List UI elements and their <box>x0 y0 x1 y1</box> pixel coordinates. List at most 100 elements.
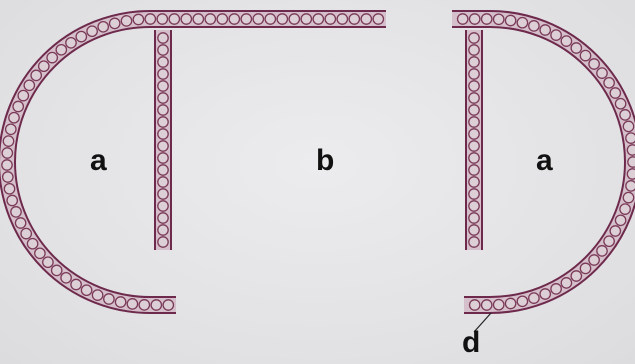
bead <box>3 172 13 182</box>
bead <box>158 33 168 43</box>
tube-vertical-right <box>469 30 479 250</box>
bead <box>597 246 607 256</box>
bead <box>241 14 251 24</box>
bead <box>561 278 571 288</box>
bead <box>469 57 479 67</box>
bead <box>110 18 120 28</box>
bead <box>4 184 14 194</box>
bead <box>205 14 215 24</box>
bead <box>540 25 550 35</box>
bead <box>158 177 168 187</box>
bead <box>469 177 479 187</box>
bead <box>571 271 581 281</box>
bead <box>27 239 37 249</box>
bead <box>580 263 590 273</box>
bead <box>597 68 607 78</box>
region-label-a-right: a <box>536 146 553 176</box>
bead <box>158 165 168 175</box>
bead <box>610 226 620 236</box>
bead <box>482 14 492 24</box>
bead <box>98 22 108 32</box>
bead <box>469 45 479 55</box>
bead <box>470 300 480 310</box>
bead <box>482 300 492 310</box>
bead <box>469 69 479 79</box>
bead <box>589 255 599 265</box>
bead <box>551 284 561 294</box>
bead <box>469 105 479 115</box>
bead <box>469 153 479 163</box>
bead <box>158 225 168 235</box>
bead <box>2 148 12 158</box>
bead <box>469 165 479 175</box>
bead <box>361 14 371 24</box>
bead <box>469 129 479 139</box>
bead <box>626 181 635 191</box>
region-label-a-left: a <box>90 146 107 176</box>
bead <box>325 14 335 24</box>
bead <box>229 14 239 24</box>
bead <box>158 45 168 55</box>
bead <box>81 285 91 295</box>
bead <box>470 14 480 24</box>
bead <box>39 61 49 71</box>
bead <box>158 189 168 199</box>
region-label-b: b <box>316 146 334 176</box>
bead <box>469 81 479 91</box>
bead <box>469 117 479 127</box>
bead <box>610 88 620 98</box>
bead <box>115 297 125 307</box>
bead <box>301 14 311 24</box>
bead <box>253 14 263 24</box>
bead <box>494 14 504 24</box>
bead <box>517 18 527 28</box>
bead <box>529 293 539 303</box>
bead <box>145 14 155 24</box>
bead <box>71 279 81 289</box>
bead <box>2 160 12 170</box>
bead <box>469 213 479 223</box>
bead <box>3 136 13 146</box>
bead <box>157 14 167 24</box>
bead <box>35 248 45 258</box>
bead <box>628 157 635 167</box>
bead <box>458 14 468 24</box>
bead <box>163 300 173 310</box>
bead <box>561 36 571 46</box>
bead <box>469 93 479 103</box>
bead <box>169 14 179 24</box>
bead <box>92 290 102 300</box>
bead <box>121 16 131 26</box>
bead <box>158 141 168 151</box>
bead <box>217 14 227 24</box>
bead <box>139 300 149 310</box>
bead <box>7 195 17 205</box>
bead <box>540 289 550 299</box>
bead <box>529 21 539 31</box>
bead <box>193 14 203 24</box>
bead <box>289 14 299 24</box>
bead <box>469 141 479 151</box>
bead <box>265 14 275 24</box>
pointer-label-d: d <box>462 328 480 358</box>
bead <box>517 296 527 306</box>
bead <box>13 101 23 111</box>
bead <box>615 215 625 225</box>
bead <box>626 133 635 143</box>
bead <box>349 14 359 24</box>
bead <box>627 145 635 155</box>
bead <box>505 298 515 308</box>
bead <box>620 110 630 120</box>
tube-vertical-left <box>158 30 168 250</box>
bead <box>11 207 21 217</box>
bead <box>87 26 97 36</box>
bead <box>104 294 114 304</box>
bead <box>127 299 137 309</box>
bead <box>158 129 168 139</box>
bead <box>158 69 168 79</box>
bead <box>158 117 168 127</box>
bead <box>18 90 28 100</box>
bead <box>469 189 479 199</box>
